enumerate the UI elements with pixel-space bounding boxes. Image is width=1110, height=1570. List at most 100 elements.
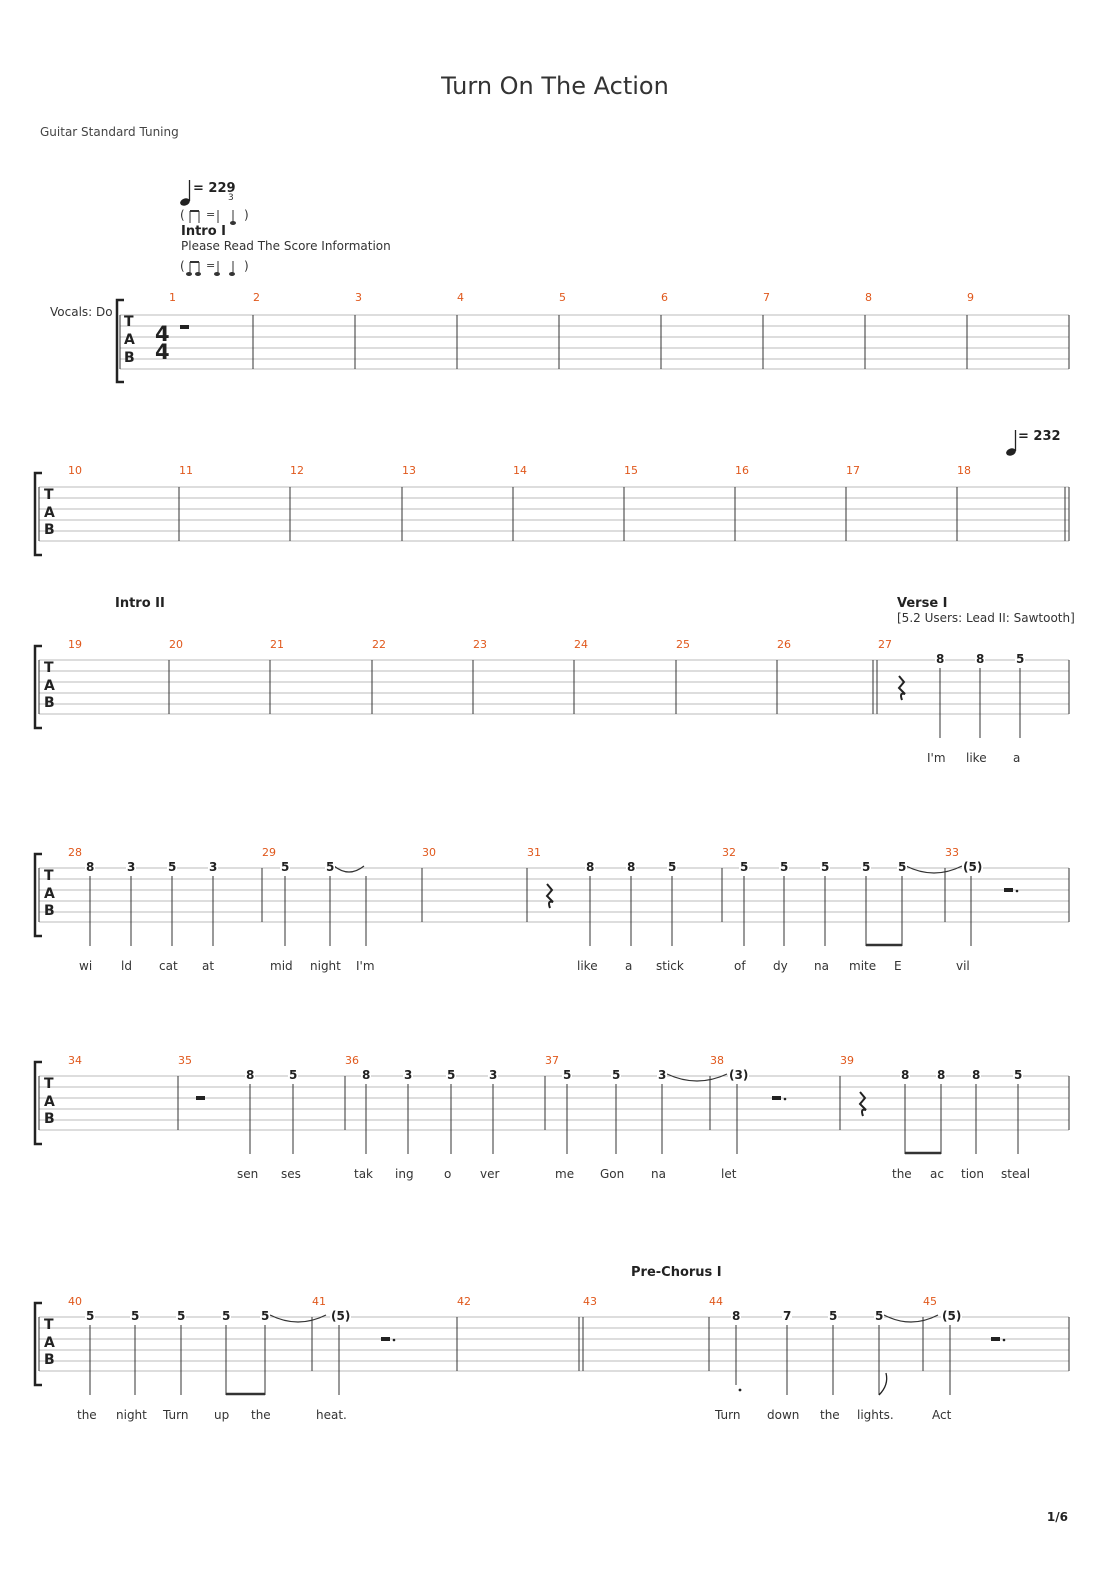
svg-text:): ) [244,208,249,222]
tab-letter: A [124,332,135,348]
tab-staff-system-5 [33,1060,1070,1155]
lyric-syllable: vil [956,959,970,973]
song-title: Turn On The Action [441,72,669,100]
lyric-syllable: like [966,751,987,765]
fret-number: 5 [779,860,790,874]
tab-letter: A [44,505,55,521]
fret-number: 5 [221,1309,232,1323]
lyric-syllable: the [820,1408,840,1422]
time-signature-bottom: 4 [155,340,170,364]
lyric-syllable: ses [281,1167,301,1181]
fret-number: 8 [585,860,596,874]
swing-notation-icon: ( = ) [180,259,249,276]
fret-number: 5 [820,860,831,874]
measure-number: 5 [559,291,566,304]
measure-number: 42 [457,1295,471,1308]
fret-number: 5 [874,1309,885,1323]
tab-letter: T [44,1076,54,1092]
quarter-note-icon [180,180,191,206]
lyric-syllable: let [721,1167,737,1181]
lyric-syllable: mid [270,959,293,973]
tab-letter: B [44,1111,55,1127]
lyric-syllable: steal [1001,1167,1031,1181]
measure-number: 22 [372,638,386,651]
measure-number: 2 [253,291,260,304]
tab-staff-system-3 [33,644,1070,738]
tab-letter: B [44,1352,55,1368]
measure-number: 28 [68,846,82,859]
measure-number: 24 [574,638,588,651]
fret-number: 5 [167,860,178,874]
fret-number: 5 [176,1309,187,1323]
lyric-syllable: the [77,1408,97,1422]
measure-number: 6 [661,291,668,304]
lyric-syllable: like [577,959,598,973]
lyric-syllable: cat [159,959,178,973]
measure-number: 33 [945,846,959,859]
measure-number: 8 [865,291,872,304]
measure-number: 34 [68,1054,82,1067]
fret-number: 8 [626,860,637,874]
fret-number: 5 [260,1309,271,1323]
section-pre-chorus-1: Pre-Chorus I [631,1265,722,1280]
measure-number: 3 [355,291,362,304]
lyric-syllable: night [116,1408,147,1422]
measure-number: 7 [763,291,770,304]
svg-text:(: ( [180,259,185,273]
fret-number: 8 [361,1068,372,1082]
measure-number: 43 [583,1295,597,1308]
lyric-syllable: Turn [715,1408,741,1422]
fret-number: 8 [935,652,946,666]
lyric-syllable: down [767,1408,800,1422]
tab-letter: T [44,1317,54,1333]
tab-letter: B [44,522,55,538]
lyric-syllable: ld [121,959,132,973]
measure-number: 29 [262,846,276,859]
lyric-syllable: o [444,1167,452,1181]
tab-letter: T [44,868,54,884]
measure-number: 1 [169,291,176,304]
measure-number: 26 [777,638,791,651]
measure-number: 37 [545,1054,559,1067]
lyric-syllable: lights. [857,1408,894,1422]
fret-number: 8 [971,1068,982,1082]
fret-number: 3 [657,1068,668,1082]
lyric-syllable: a [1013,751,1021,765]
fret-number: 5 [861,860,872,874]
fret-number: 5 [85,1309,96,1323]
fret-number: 5 [739,860,750,874]
fret-number: 5 [667,860,678,874]
svg-text:=: = [206,208,215,221]
measure-number: 4 [457,291,464,304]
measure-number: 20 [169,638,183,651]
measure-number: 38 [710,1054,724,1067]
lyric-syllable: the [251,1408,271,1422]
svg-text:): ) [244,259,249,273]
fret-number: 8 [936,1068,947,1082]
time-signature-top: 4 [155,322,170,346]
lyric-syllable: I'm [927,751,946,765]
lyric-syllable: tak [354,1167,374,1181]
fret-number: 5 [288,1068,299,1082]
svg-text:(: ( [180,208,185,222]
lyric-syllable: of [734,959,746,973]
measure-number: 17 [846,464,860,477]
fret-number: 5 [828,1309,839,1323]
lyric-syllable: night [310,959,341,973]
tab-staff-system-6 [33,1301,1070,1396]
measure-number: 27 [878,638,892,651]
svg-text:=: = [206,259,215,272]
measure-number: 25 [676,638,690,651]
tuning-label: Guitar Standard Tuning [40,125,179,139]
tab-letter: A [44,1335,55,1351]
measure-number: 45 [923,1295,937,1308]
fret-number: 8 [975,652,986,666]
lyric-syllable: stick [656,959,684,973]
section-intro-1: Intro I [181,224,227,239]
lyric-syllable: wi [79,959,93,973]
fret-number: 7 [782,1309,793,1323]
fret-number: 5 [562,1068,573,1082]
fret-number: (5) [941,1309,963,1323]
fret-number: 5 [611,1068,622,1082]
lyric-syllable: ing [395,1167,414,1181]
